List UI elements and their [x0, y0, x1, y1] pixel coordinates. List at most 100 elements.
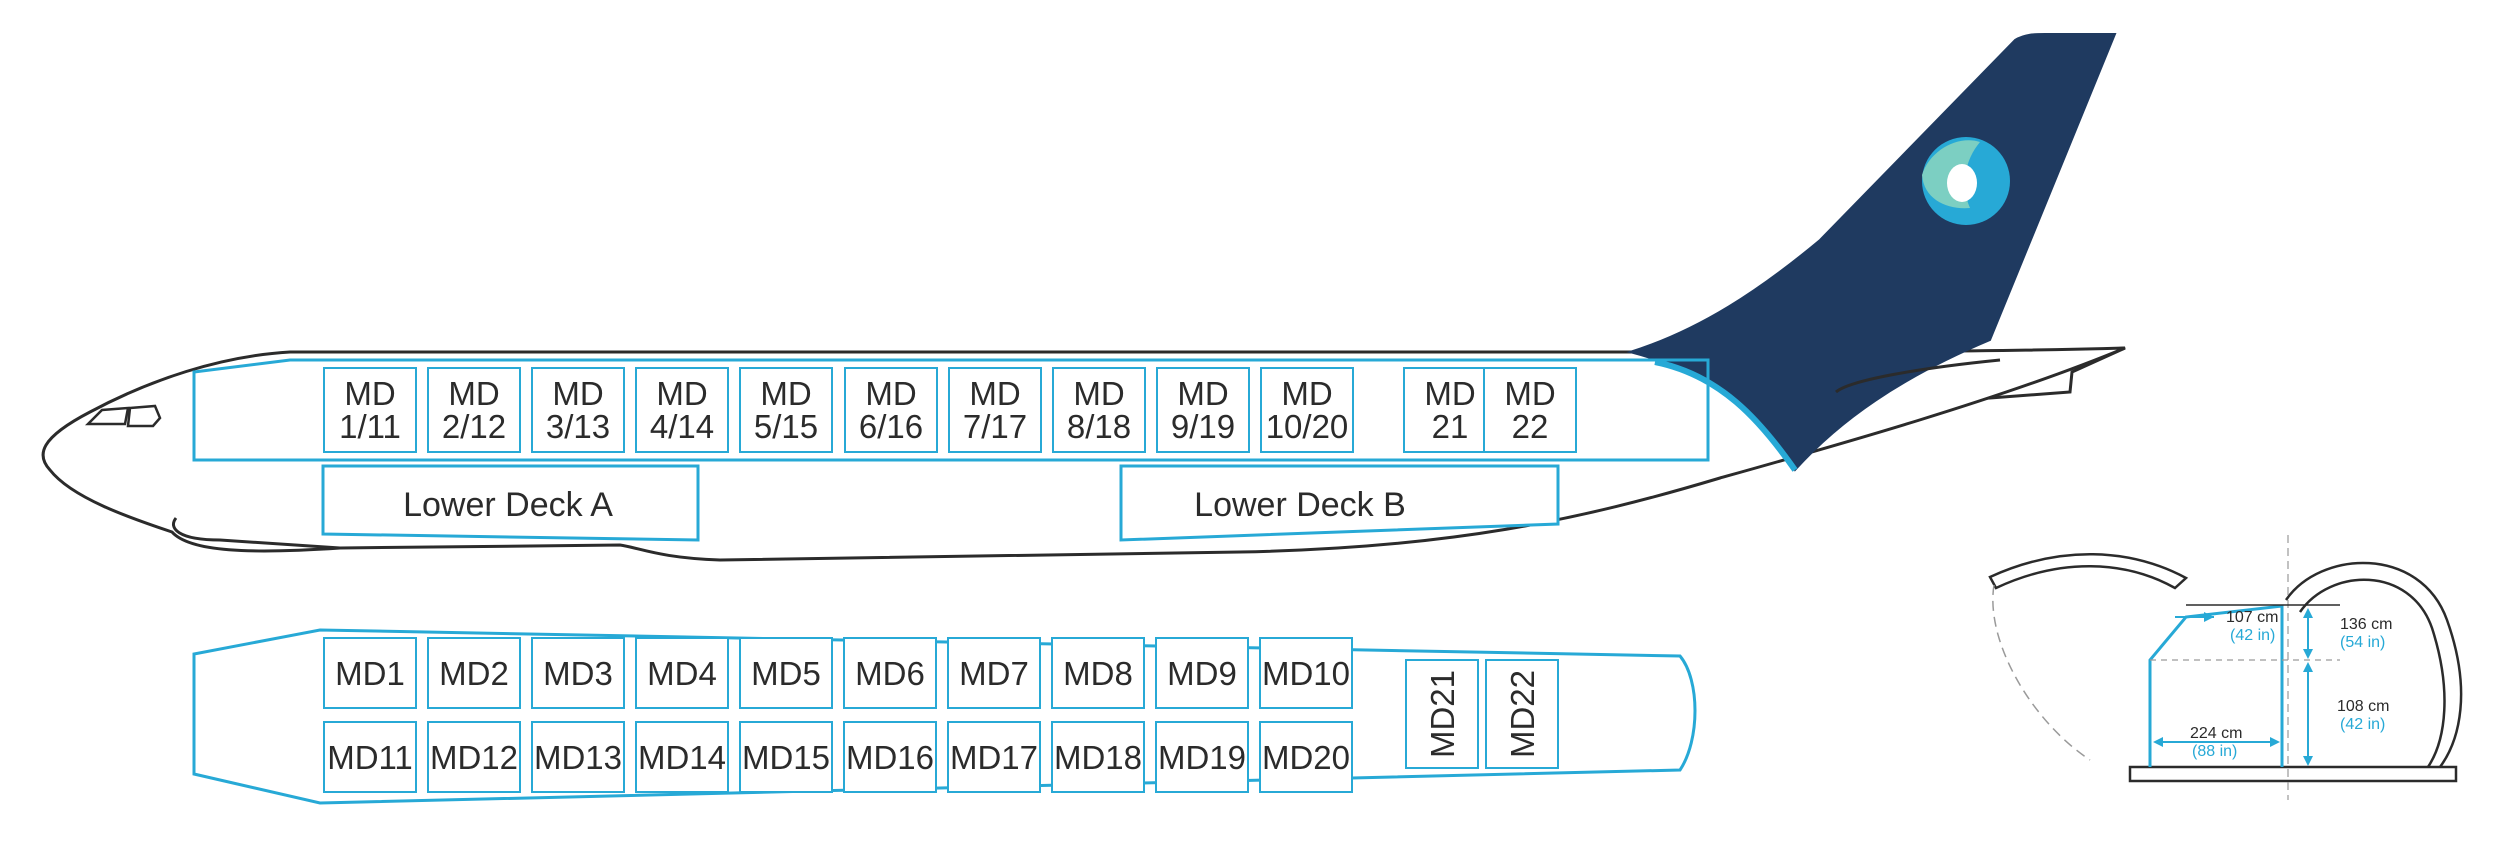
top-view-slot[interactable]: MD4 — [635, 637, 729, 709]
top-view-slot[interactable]: MD18 — [1051, 721, 1145, 793]
slot-label: MD16 — [846, 739, 934, 776]
top-view-rear-slot[interactable]: MD22 — [1485, 659, 1559, 769]
slot-label: MD4 — [647, 655, 717, 692]
lower-height-in: (42 in) — [2340, 716, 2385, 733]
slot-box — [1259, 721, 1353, 793]
slot-label: MD5 — [751, 655, 821, 692]
slot-label: 8/18 — [1067, 408, 1131, 445]
slot-label: 21 — [1432, 408, 1469, 445]
slot-box — [427, 721, 521, 793]
top-width-cm: 107 cm — [2226, 609, 2278, 626]
upper-height-cm: 136 cm — [2340, 616, 2392, 633]
slot-box — [1051, 721, 1145, 793]
slot-box — [1156, 367, 1250, 453]
main-deck-slot[interactable]: MD3/13 — [531, 367, 625, 453]
main-deck-slot[interactable]: MD21 — [1403, 367, 1497, 453]
main-deck-slot[interactable]: MD10/20 — [1260, 367, 1354, 453]
slot-label: MD9 — [1167, 655, 1237, 692]
top-view-slot[interactable]: MD15 — [739, 721, 833, 793]
lower-deck-a[interactable]: Lower Deck A — [321, 464, 700, 542]
top-view-slot[interactable]: MD13 — [531, 721, 625, 793]
slot-label: MD — [760, 375, 811, 412]
slot-label: MD20 — [1262, 739, 1350, 776]
base-width-in: (88 in) — [2192, 743, 2237, 760]
upper-height-in: (54 in) — [2340, 634, 2385, 651]
slot-label: MD11 — [327, 739, 413, 776]
main-deck-slot[interactable]: MD22 — [1483, 367, 1577, 453]
slot-label: MD — [1177, 375, 1228, 412]
top-width-in: (42 in) — [2230, 627, 2275, 644]
slot-box — [531, 367, 625, 453]
top-view-slot[interactable]: MD2 — [427, 637, 521, 709]
main-deck-slots: MD1/11MD2/12MD3/13MD4/14MD5/15MD6/16MD7/… — [323, 367, 1577, 453]
slot-box — [323, 721, 417, 793]
tail-stripe — [1654, 359, 1798, 472]
top-view-slot[interactable]: MD1 — [323, 637, 417, 709]
top-view-slot[interactable]: MD9 — [1155, 637, 1249, 709]
top-view-slot[interactable]: MD19 — [1155, 721, 1249, 793]
slot-box — [1259, 637, 1353, 709]
slot-box — [635, 367, 729, 453]
slot-label: 6/16 — [859, 408, 923, 445]
top-view-slot[interactable]: MD11 — [323, 721, 417, 793]
top-view-slot[interactable]: MD20 — [1259, 721, 1353, 793]
cargo-door — [1988, 553, 2189, 590]
main-deck-slot[interactable]: MD5/15 — [739, 367, 833, 453]
slot-label: MD15 — [742, 739, 830, 776]
slot-label: MD2 — [439, 655, 509, 692]
top-view-rear-slot[interactable]: MD21 — [1405, 659, 1479, 769]
main-deck-slot[interactable]: MD2/12 — [427, 367, 521, 453]
slot-label: 1/11 — [339, 408, 401, 445]
top-view-slot[interactable]: MD16 — [843, 721, 937, 793]
fuselage-cross-section: 107 cm (42 in) 136 cm (54 in) 108 cm (42… — [1988, 535, 2463, 800]
main-deck-slot[interactable]: MD4/14 — [635, 367, 729, 453]
slot-label: MD — [865, 375, 916, 412]
slot-box — [1155, 637, 1249, 709]
lower-height-cm: 108 cm — [2337, 698, 2389, 715]
slot-label: MD8 — [1063, 655, 1133, 692]
top-view-slot[interactable]: MD6 — [843, 637, 937, 709]
slot-label: MD19 — [1158, 739, 1246, 776]
lower-deck-b[interactable]: Lower Deck B — [1119, 464, 1560, 542]
slot-label: MD — [1424, 375, 1475, 412]
main-deck-slot[interactable]: MD1/11 — [323, 367, 417, 453]
slot-box — [739, 367, 833, 453]
top-view-slot[interactable]: MD3 — [531, 637, 625, 709]
top-view-slot[interactable]: MD14 — [635, 721, 729, 793]
main-deck-slot[interactable]: MD7/17 — [948, 367, 1042, 453]
slot-label: MD — [969, 375, 1020, 412]
main-deck-slot[interactable]: MD9/19 — [1156, 367, 1250, 453]
slot-box — [843, 637, 937, 709]
slot-box — [844, 367, 938, 453]
top-view-slot[interactable]: MD10 — [1259, 637, 1353, 709]
slot-box — [843, 721, 937, 793]
top-view-slot[interactable]: MD17 — [947, 721, 1041, 793]
slot-label: MD17 — [950, 739, 1038, 776]
main-deck-slot[interactable]: MD6/16 — [844, 367, 938, 453]
top-view-slot[interactable]: MD5 — [739, 637, 833, 709]
aircraft-side-view: MD1/11MD2/12MD3/13MD4/14MD5/15MD6/16MD7/… — [41, 33, 2126, 562]
slot-label: MD6 — [855, 655, 925, 692]
top-view-slot[interactable]: MD8 — [1051, 637, 1145, 709]
main-deck-slot[interactable]: MD8/18 — [1052, 367, 1146, 453]
top-view-slot[interactable]: MD12 — [427, 721, 521, 793]
lower-deck-b-label: Lower Deck B — [1194, 486, 1406, 524]
top-view-slot[interactable]: MD7 — [947, 637, 1041, 709]
base-width-cm: 224 cm — [2190, 725, 2242, 742]
top-view-deck-outline — [192, 628, 1697, 805]
slot-label: 4/14 — [650, 408, 714, 445]
slot-box — [739, 721, 833, 793]
slot-box — [531, 637, 625, 709]
cockpit-windows — [84, 404, 162, 428]
slot-box — [427, 637, 521, 709]
cross-section-shell — [2284, 561, 2463, 768]
slot-label: 5/15 — [754, 408, 818, 445]
tail-logo-icon — [1922, 137, 2010, 225]
slot-label: 7/17 — [963, 408, 1027, 445]
slot-label: 10/20 — [1266, 408, 1349, 445]
slot-label: MD — [1281, 375, 1332, 412]
slot-label: 3/13 — [546, 408, 610, 445]
slot-label: MD14 — [638, 739, 726, 776]
slot-box — [323, 637, 417, 709]
